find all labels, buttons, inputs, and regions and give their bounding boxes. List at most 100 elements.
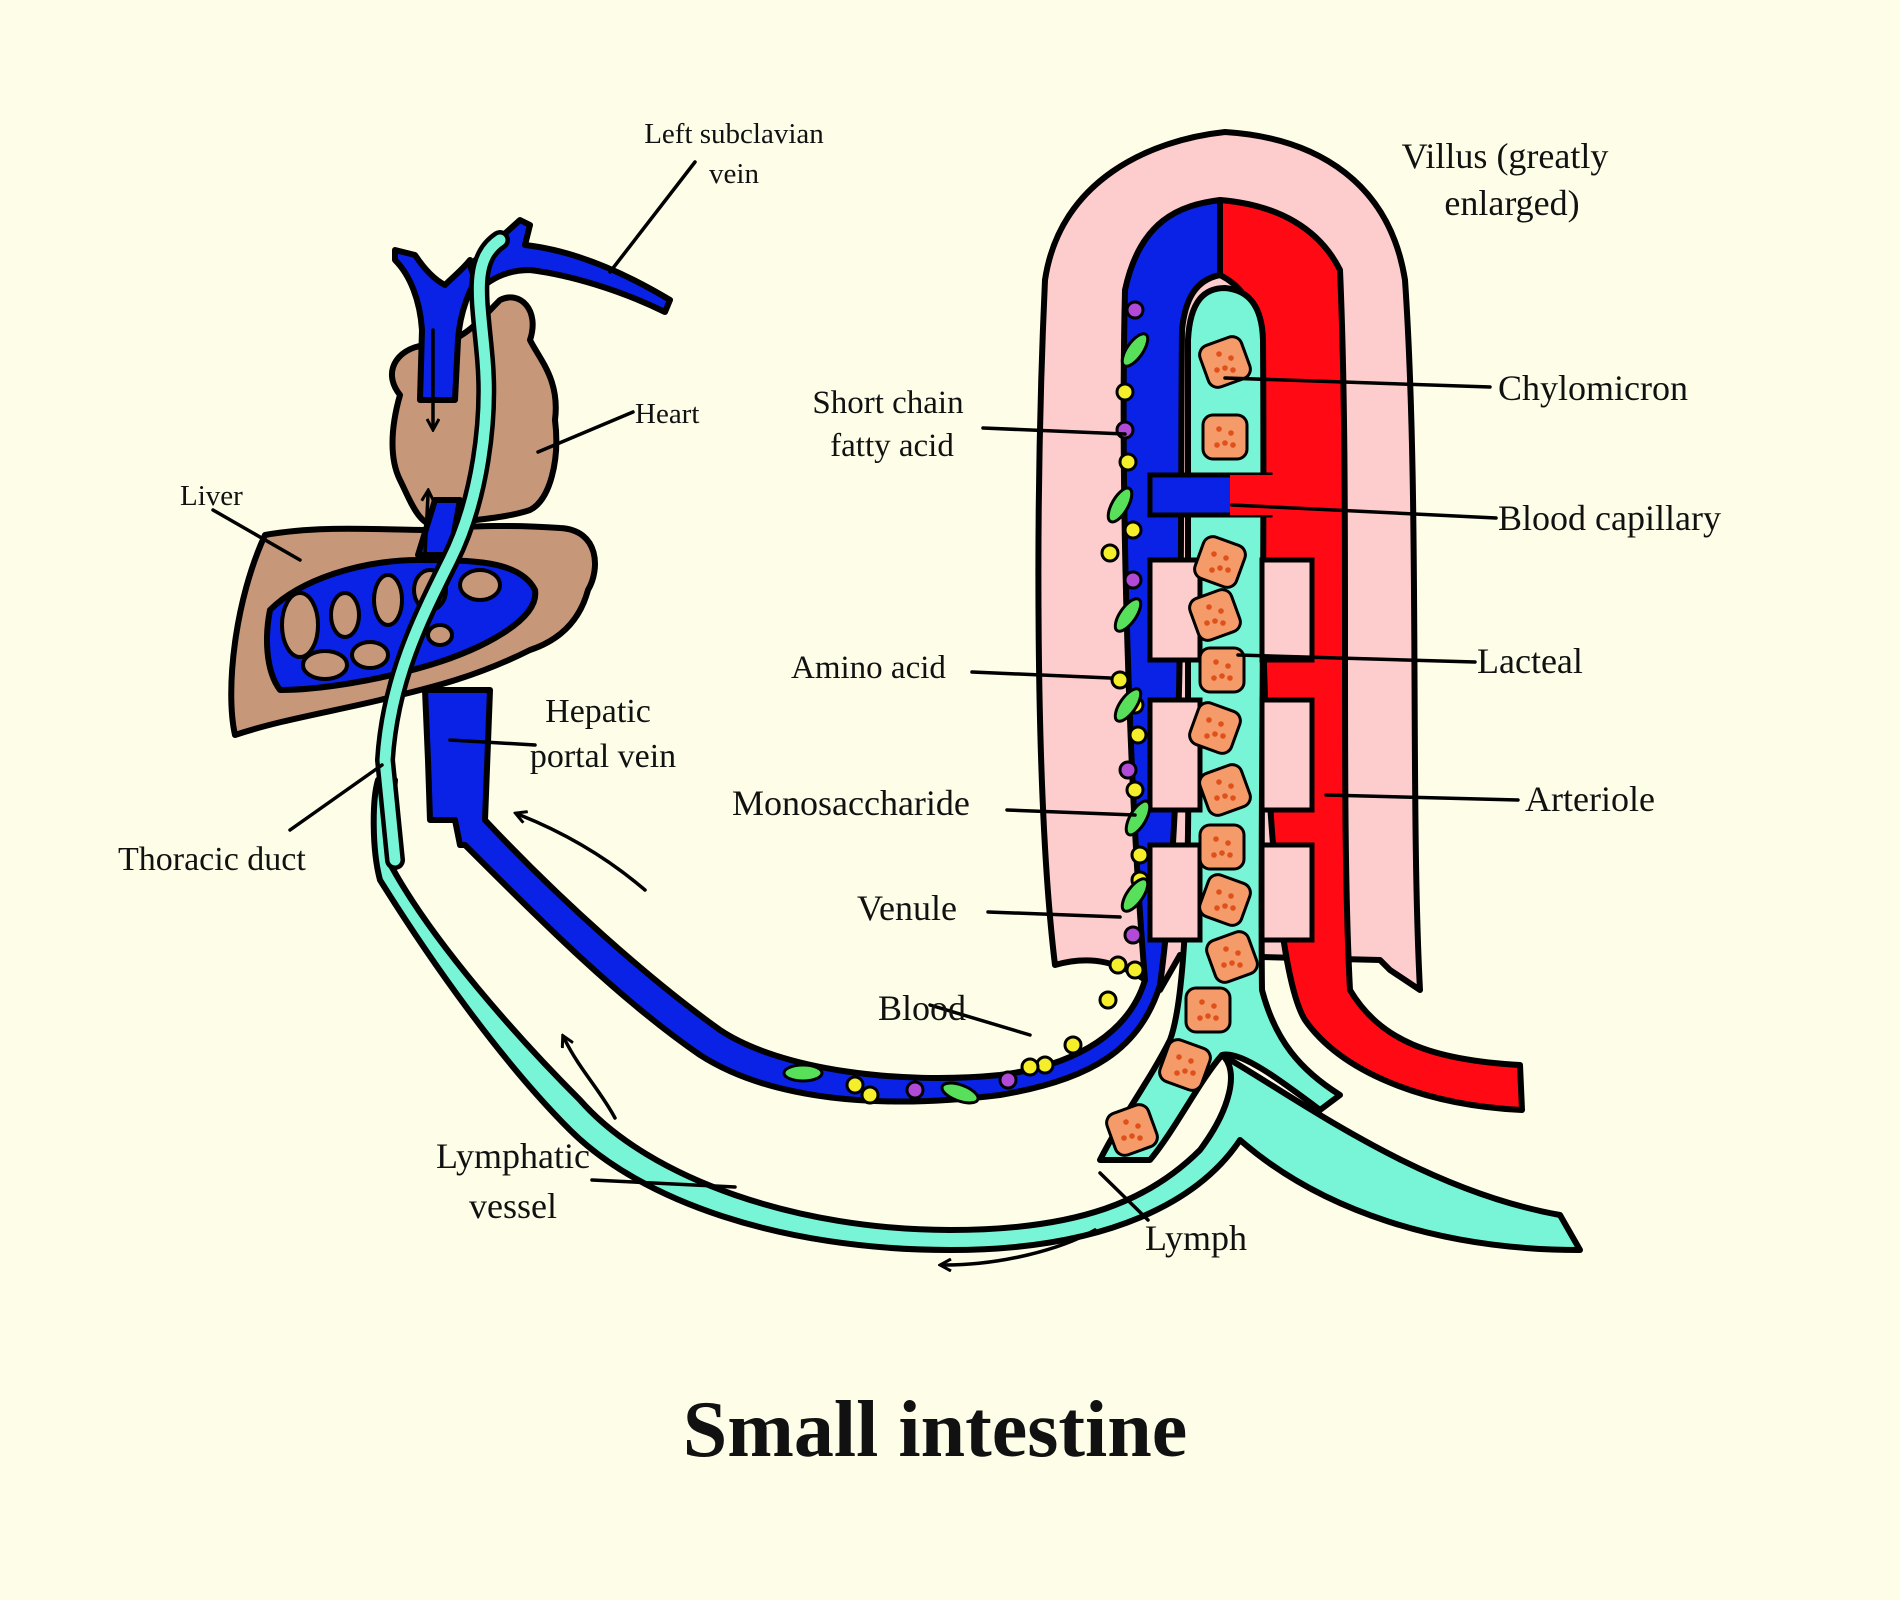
short-chain-fatty-acid-particle xyxy=(1118,760,1138,780)
label-liver: Liver xyxy=(180,480,243,512)
label-chylomicron: Chylomicron xyxy=(1498,368,1688,408)
chylomicron-dot xyxy=(1204,733,1210,739)
chylomicron-dot xyxy=(1123,1119,1129,1125)
amino-acid-particle xyxy=(1130,845,1150,865)
chylomicron-dot xyxy=(1230,905,1236,911)
chylomicron-dot xyxy=(1190,1070,1196,1076)
chylomicron-dot xyxy=(1222,440,1228,446)
chylomicron-dot xyxy=(1225,840,1231,846)
chylomicron-dot xyxy=(1121,1135,1127,1141)
amino-acid-particle xyxy=(845,1075,865,1095)
chylomicron-dot xyxy=(1182,1068,1188,1074)
label-lacteal: Lacteal xyxy=(1477,641,1583,681)
label-left-subclavian-vein-1: Left subclavian xyxy=(644,118,824,150)
chylomicron-dot xyxy=(1220,733,1226,739)
chylomicron-dot xyxy=(1135,1123,1141,1129)
chylomicron-dot xyxy=(1217,565,1223,571)
diagram-title: Small intestine xyxy=(683,1386,1187,1474)
chylomicron-dot xyxy=(1228,430,1234,436)
chylomicron-dot xyxy=(1188,1058,1194,1064)
chylomicron-dot xyxy=(1227,852,1233,858)
label-villus-1: Villus (greatly xyxy=(1402,136,1609,176)
chylomicron-dot xyxy=(1222,793,1228,799)
chylomicron-dot xyxy=(1228,355,1234,361)
chylomicron-dot xyxy=(1216,779,1222,785)
chylomicron-dot xyxy=(1230,442,1236,448)
absorbed-particles xyxy=(782,300,1259,1157)
short-chain-fatty-acid-particle xyxy=(905,1080,925,1100)
chylomicron-dot xyxy=(1214,905,1220,911)
chylomicron-dot xyxy=(1197,1015,1203,1021)
chylomicron-particle xyxy=(1188,701,1242,755)
amino-acid-particle xyxy=(1108,955,1128,975)
chylomicron-particle xyxy=(1193,535,1247,589)
arrow-lymph-left xyxy=(945,1228,1097,1265)
label-arteriole: Arteriole xyxy=(1525,779,1655,819)
chylomicron-dot xyxy=(1214,367,1220,373)
chylomicron-dot xyxy=(1216,351,1222,357)
chylomicron-dot xyxy=(1235,950,1241,956)
monosaccharide-particle xyxy=(1106,486,1134,524)
arrow-up-liver xyxy=(425,495,428,557)
chylomicron-particle xyxy=(1198,873,1252,927)
amino-acid-particle xyxy=(1118,452,1138,472)
chylomicron-particle xyxy=(1188,588,1242,642)
chylomicron-dot xyxy=(1218,608,1224,614)
chylomicron-dot xyxy=(1237,962,1243,968)
liver-sinusoid-holes xyxy=(280,568,502,681)
label-lymphatic-vessel-2: vessel xyxy=(469,1186,557,1226)
amino-acid-particle xyxy=(860,1085,880,1105)
monosaccharide-particle xyxy=(1120,877,1150,913)
chylomicron-dot xyxy=(1218,721,1224,727)
chylomicron-particle xyxy=(1158,1038,1212,1092)
label-monosaccharide: Monosaccharide xyxy=(732,783,970,823)
chylomicron-dot xyxy=(1222,903,1228,909)
chylomicron-dot xyxy=(1214,795,1220,801)
thoracic-duct-fill xyxy=(379,234,506,866)
amino-acid-particle xyxy=(1110,670,1130,690)
chylomicron-dot xyxy=(1174,1070,1180,1076)
chylomicron-dot xyxy=(1176,1054,1182,1060)
chylomicron-particle xyxy=(1184,986,1232,1034)
short-chain-fatty-acid-particle xyxy=(1123,570,1143,590)
chylomicron-particle xyxy=(1198,823,1246,871)
chylomicron-dot xyxy=(1221,962,1227,968)
amino-acid-particle xyxy=(1115,382,1135,402)
label-blood: Blood xyxy=(878,988,966,1028)
chylomicron-dot xyxy=(1206,717,1212,723)
short-chain-fatty-acid-particle xyxy=(998,1070,1018,1090)
chylomicron-dot xyxy=(1209,567,1215,573)
leader-lines xyxy=(211,160,1520,1222)
chylomicron-dot xyxy=(1225,567,1231,573)
chylomicron-dot xyxy=(1225,663,1231,669)
label-amino-acid: Amino acid xyxy=(791,650,946,686)
chylomicron-particle xyxy=(1205,930,1259,984)
short-chain-fatty-acid-particle xyxy=(1123,925,1143,945)
amino-acid-particle xyxy=(1125,960,1145,980)
chylomicron-dot xyxy=(1220,620,1226,626)
chylomicron-dot xyxy=(1230,795,1236,801)
label-short-chain-fatty-acid-1: Short chain xyxy=(812,385,963,421)
chylomicron-dot xyxy=(1211,551,1217,557)
chylomicron-particle xyxy=(1201,413,1249,461)
label-blood-capillary: Blood capillary xyxy=(1498,498,1721,538)
chylomicron-dot xyxy=(1211,852,1217,858)
monosaccharide-particle xyxy=(1120,332,1150,368)
label-venule: Venule xyxy=(857,888,957,928)
flow-arrows xyxy=(425,328,1097,1265)
chylomicron-dot xyxy=(1227,675,1233,681)
lymphatic-vessel xyxy=(370,777,1583,1253)
chylomicron-dot xyxy=(1206,604,1212,610)
chylomicron-dot xyxy=(1223,946,1229,952)
left-subclavian-vein xyxy=(467,217,673,315)
chylomicron-dot xyxy=(1137,1135,1143,1141)
chylomicron-dot xyxy=(1229,960,1235,966)
chylomicron-dot xyxy=(1216,426,1222,432)
monosaccharide-particle xyxy=(1113,597,1143,633)
monosaccharide-particle xyxy=(1113,687,1143,723)
monosaccharide-particle xyxy=(782,1063,824,1083)
label-hepatic-portal-vein-1: Hepatic xyxy=(545,693,651,730)
label-hepatic-portal-vein-2: portal vein xyxy=(530,738,676,775)
arrow-portal xyxy=(520,815,647,892)
